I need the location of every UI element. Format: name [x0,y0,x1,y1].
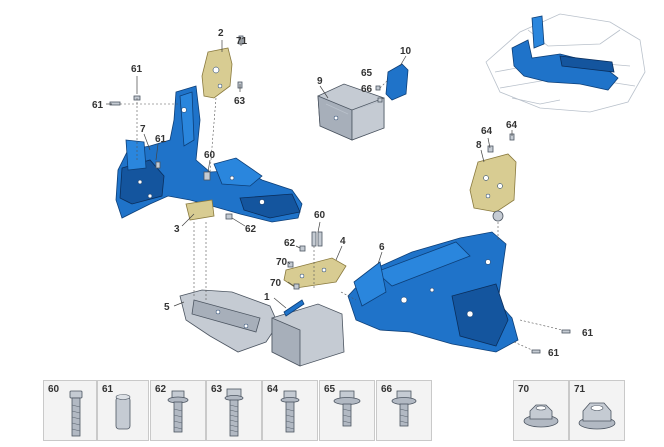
right-longitudinal-rail [347,231,519,353]
callout-65: 65 [361,68,373,79]
legend-number: 70 [518,384,530,395]
legend-panel-64: 64 [262,380,318,441]
callout-9: 9 [317,76,323,87]
callout-62: 62 [284,238,296,249]
callout-66: 66 [361,84,373,95]
callout-70: 70 [270,278,282,289]
vehicle-overview-thumbnail [485,13,646,113]
flange-screw-icon [391,390,417,427]
lower-crossmember [179,289,345,367]
hex-nut-icon [578,402,616,430]
callout-2: 2 [218,28,224,39]
callout-6: 6 [379,242,385,253]
callout-61: 61 [92,100,104,111]
washer-bolt-icon [333,390,361,427]
callout-62: 62 [245,224,257,235]
callout-leaders [106,38,513,309]
legend-panel-60: 60 [43,380,97,441]
legend-number: 65 [324,384,336,395]
legend-number: 62 [155,384,167,395]
legend-number: 60 [48,384,60,395]
legend-number: 66 [381,384,393,395]
battery-tray [317,83,385,141]
legend-number: 64 [267,384,279,395]
callout-3: 3 [174,224,180,235]
lower-gold-plate [185,199,215,221]
callout-7: 7 [140,124,146,135]
callout-63: 63 [234,96,246,107]
legend-panel-65: 65 [319,380,375,441]
callout-61: 61 [582,328,594,339]
callout-61: 61 [155,134,167,145]
legend-panel-70: 70 [513,380,569,441]
callout-1: 1 [264,292,270,303]
flange-nut-icon [523,404,559,428]
legend-number: 61 [102,384,114,395]
callout-60: 60 [314,210,326,221]
threaded-bolt-icon [224,388,244,437]
callout-labels: 2 71 61 63 61 7 61 60 3 62 9 10 65 66 64… [92,28,594,359]
callout-8: 8 [476,140,482,151]
legend-panel-61: 61 [97,380,149,441]
callout-71: 71 [236,36,248,47]
callout-70: 70 [276,257,288,268]
callout-5: 5 [164,302,170,313]
mid-gold-bracket [283,257,347,289]
flange-bolt-icon [167,390,189,433]
upper-gold-bracket [201,47,233,99]
stud-icon [115,394,131,430]
legend-number: 63 [211,384,223,395]
hex-bolt-icon [280,390,300,433]
callout-64: 64 [506,120,518,131]
callout-10: 10 [400,46,412,57]
legend-panel-66: 66 [376,380,432,441]
callout-60: 60 [204,150,216,161]
legend-panel-62: 62 [150,380,206,441]
legend-panel-71: 71 [569,380,625,441]
callout-64: 64 [481,126,493,137]
right-gold-bracket [469,153,517,222]
assembly-guide-lines [120,79,563,351]
callout-61: 61 [548,348,560,359]
battery-bracket [385,63,409,101]
fastener-rod [283,299,305,317]
callout-4: 4 [340,236,346,247]
bolt-long-icon [69,390,83,437]
callout-61: 61 [131,64,143,75]
legend-number: 71 [574,384,586,395]
legend-panel-63: 63 [206,380,262,441]
